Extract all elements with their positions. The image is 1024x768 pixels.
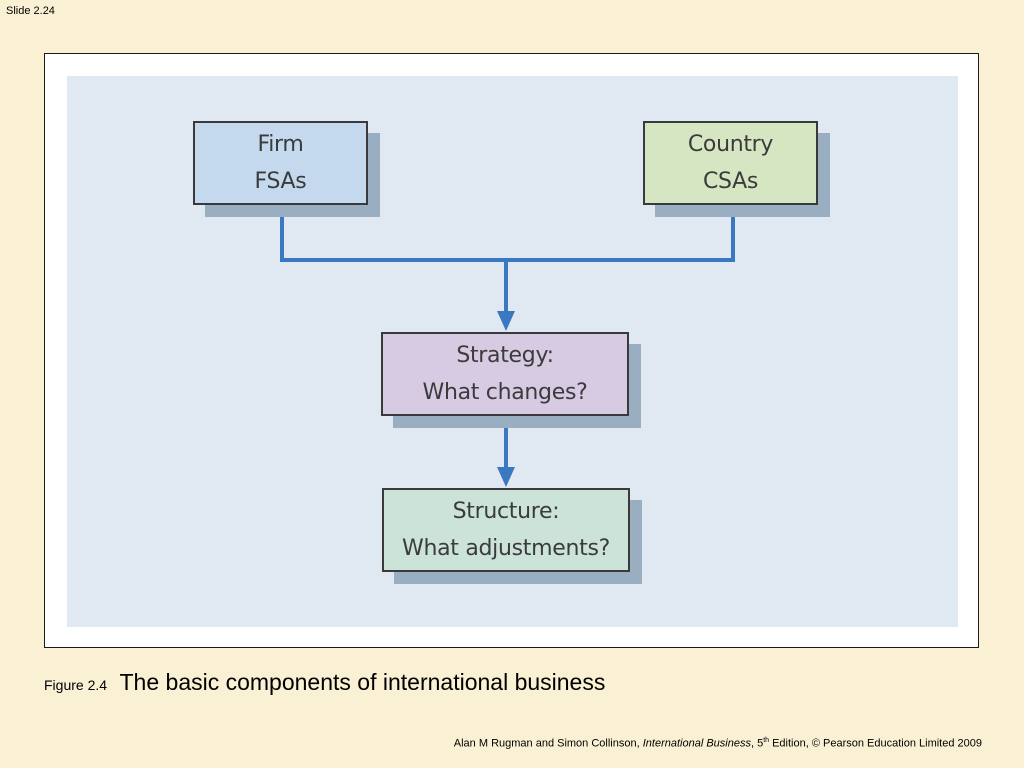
figure-title: The basic components of international bu…	[119, 669, 606, 695]
node-firm-line2: FSAs	[254, 169, 307, 194]
node-country-line1: Country	[687, 132, 774, 157]
footer-edition-number: , 5	[750, 737, 764, 750]
node-country-line2: CSAs	[702, 169, 759, 194]
node-structure: Structure: What adjustments?	[382, 488, 642, 584]
node-structure-line2: What adjustments?	[402, 536, 610, 561]
node-strategy-line2: What changes?	[422, 380, 588, 405]
node-firm: Firm FSAs	[193, 121, 380, 217]
slide-number: Slide 2.24	[6, 5, 55, 17]
node-structure-line1: Structure:	[452, 499, 560, 524]
arrowhead-to-strategy	[497, 311, 515, 331]
footer-edition-suffix: th	[763, 737, 770, 744]
footer-publisher: Edition, © Pearson Education Limited 200…	[769, 737, 982, 750]
node-firm-line1: Firm	[257, 132, 304, 157]
diagram-panel: Firm FSAs Country CSAs Strategy: What ch…	[67, 76, 958, 627]
arrowhead-to-structure	[497, 467, 515, 487]
footer-book-title: International Business	[642, 737, 751, 750]
node-structure-box: Structure: What adjustments?	[382, 488, 630, 572]
figure-label: Figure 2.4	[44, 677, 108, 693]
node-country-box: Country CSAs	[643, 121, 818, 205]
figure-caption: Figure 2.4 The basic components of inter…	[44, 669, 605, 696]
node-strategy: Strategy: What changes?	[381, 332, 641, 428]
figure-frame: Firm FSAs Country CSAs Strategy: What ch…	[44, 53, 979, 648]
node-firm-box: Firm FSAs	[193, 121, 368, 205]
node-strategy-line1: Strategy:	[456, 343, 554, 368]
node-country: Country CSAs	[643, 121, 830, 217]
node-strategy-box: Strategy: What changes?	[381, 332, 629, 416]
footer-citation: Alan M Rugman and Simon Collinson, Inter…	[454, 737, 982, 750]
footer-authors: Alan M Rugman and Simon Collinson,	[453, 737, 643, 750]
